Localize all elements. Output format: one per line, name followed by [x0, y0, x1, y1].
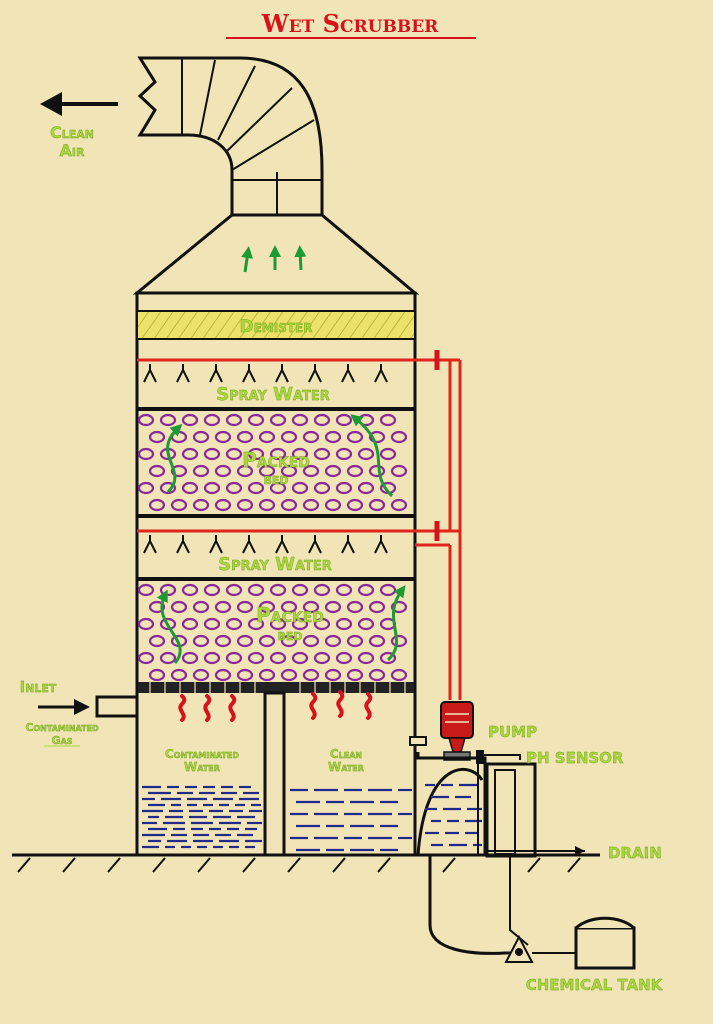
- ground-line: [12, 853, 600, 873]
- recirculation-piping: [415, 350, 462, 700]
- inlet-label: Inlet: [20, 678, 57, 696]
- drain-arrow-icon: [575, 846, 585, 856]
- clean-water-label-2: Water: [328, 760, 364, 774]
- scrubber-hood: [132, 213, 420, 295]
- packed-bed-top-label-2: bed: [263, 469, 288, 488]
- packed-bed-top-label: Packed: [242, 448, 310, 472]
- gas-flow-arrow-icon: [350, 414, 394, 498]
- scrubber-tower: Demister Spray Water Packed bed Spray Wa…: [135, 291, 460, 857]
- packed-bed-top: [137, 413, 408, 512]
- spray-nozzles-top: [143, 364, 388, 383]
- external-sump-tank: PH SENSOR: [409, 736, 624, 858]
- exhaust-duct: [137, 56, 324, 217]
- contaminated-gas-label-2: Gas: [52, 734, 73, 747]
- packed-bed-bottom: [137, 583, 408, 682]
- contaminated-water-label: Contaminated: [165, 747, 239, 761]
- contaminated-water-label-2: Water: [184, 760, 220, 774]
- clean-air-label-2: Air: [60, 141, 85, 160]
- clean-air-arrow-icon: [40, 92, 62, 116]
- contaminated-gas-label: Contaminated: [25, 721, 99, 734]
- chemical-tank-icon: [574, 926, 636, 970]
- drain-line: DRAIN: [485, 844, 662, 862]
- drain-label: DRAIN: [608, 844, 662, 862]
- chemical-tank-label: CHEMICAL TANK: [526, 976, 664, 994]
- chemical-dosing: CHEMICAL TANK: [428, 856, 664, 994]
- title-group: Wet Scrubber: [226, 9, 476, 39]
- gas-inlet: Inlet Contaminated Gas: [19, 678, 137, 747]
- packed-bed-bottom-label-2: bed: [277, 625, 302, 644]
- recirculation-pump: PUMP: [440, 701, 537, 761]
- packed-bed-bottom-label: Packed: [256, 603, 324, 627]
- gas-flow-arrow-icon: [166, 423, 183, 494]
- support-grid: [138, 682, 414, 693]
- diagram-title: Wet Scrubber: [261, 9, 439, 38]
- updraft-arrow-icon: [294, 245, 307, 271]
- clean-water-label: Clean: [330, 747, 362, 761]
- pump-icon: [440, 701, 474, 739]
- updraft-arrow-icon: [241, 246, 254, 273]
- inlet-arrow-icon: [74, 699, 90, 715]
- sump-divider: [263, 691, 286, 857]
- incoming-gas-squiggles: [178, 690, 373, 722]
- gas-flow-arrow-icon: [156, 589, 182, 664]
- pump-label: PUMP: [488, 723, 537, 741]
- spray-water-top-label: Spray Water: [216, 384, 330, 405]
- ph-sensor-label: PH SENSOR: [526, 749, 624, 767]
- clean-air-label: Clean: [50, 123, 94, 142]
- demister-label: Demister: [240, 317, 313, 337]
- gas-flow-arrow-icon: [386, 585, 406, 662]
- clean-air-outlet: Clean Air: [40, 92, 118, 160]
- contaminated-water-lines: [142, 785, 262, 849]
- tank-water-lines: [425, 783, 482, 847]
- clean-water-lines: [290, 788, 412, 852]
- spray-water-bottom-label: Spray Water: [218, 554, 332, 575]
- spray-nozzles-bottom: [143, 535, 388, 554]
